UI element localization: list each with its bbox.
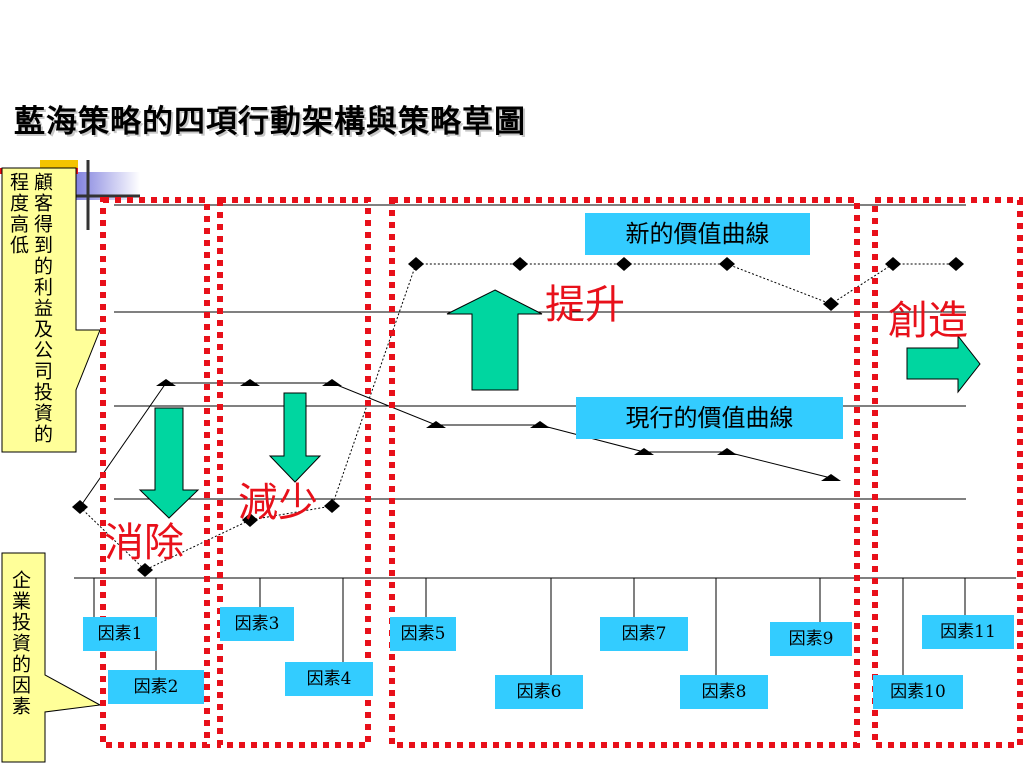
raise-arrow-icon (446, 289, 543, 391)
current-value-curve-label: 現行的價值曲線 (576, 397, 843, 439)
raise-frame (389, 197, 860, 748)
page-title: 藍海策略的四項行動架構與策略草圖 (14, 104, 526, 140)
x-axis-label: 企業投資的因素 (9, 570, 31, 717)
new-value-curve (79, 263, 956, 571)
x-axis-callout (1, 552, 102, 763)
factor-label: 因素2 (108, 670, 204, 704)
create-arrow-icon (906, 334, 981, 394)
reduce-arrow-icon (268, 392, 322, 483)
factor-label: 因素5 (390, 617, 456, 651)
y-axis-callout (1, 167, 101, 453)
factor-label: 因素7 (600, 617, 688, 651)
factor-label: 因素3 (220, 607, 294, 641)
factor-label: 因素6 (495, 675, 583, 709)
current-value-markers (156, 379, 841, 481)
eliminate-frame (100, 197, 210, 748)
factor-label: 因素4 (285, 662, 373, 696)
eliminate-label: 消除 (104, 520, 184, 566)
factor-label: 因素10 (873, 675, 963, 709)
create-label: 創造 (888, 298, 968, 344)
factor-label: 因素1 (83, 617, 157, 651)
factor-ticks (93, 578, 966, 675)
factor-label: 因素9 (770, 622, 852, 656)
reduce-label: 減少 (238, 480, 318, 526)
eliminate-arrow-icon (138, 407, 200, 519)
factor-label: 因素8 (680, 675, 768, 709)
new-value-curve-label: 新的價值曲線 (585, 213, 810, 255)
y-axis-label: 顧客得到的利益及公司投資的程度高低 (7, 172, 53, 445)
raise-label: 提升 (545, 282, 625, 328)
create-frame (872, 197, 1023, 748)
factor-label: 因素11 (922, 615, 1014, 649)
reduce-frame (217, 197, 371, 748)
new-value-markers (72, 257, 964, 577)
